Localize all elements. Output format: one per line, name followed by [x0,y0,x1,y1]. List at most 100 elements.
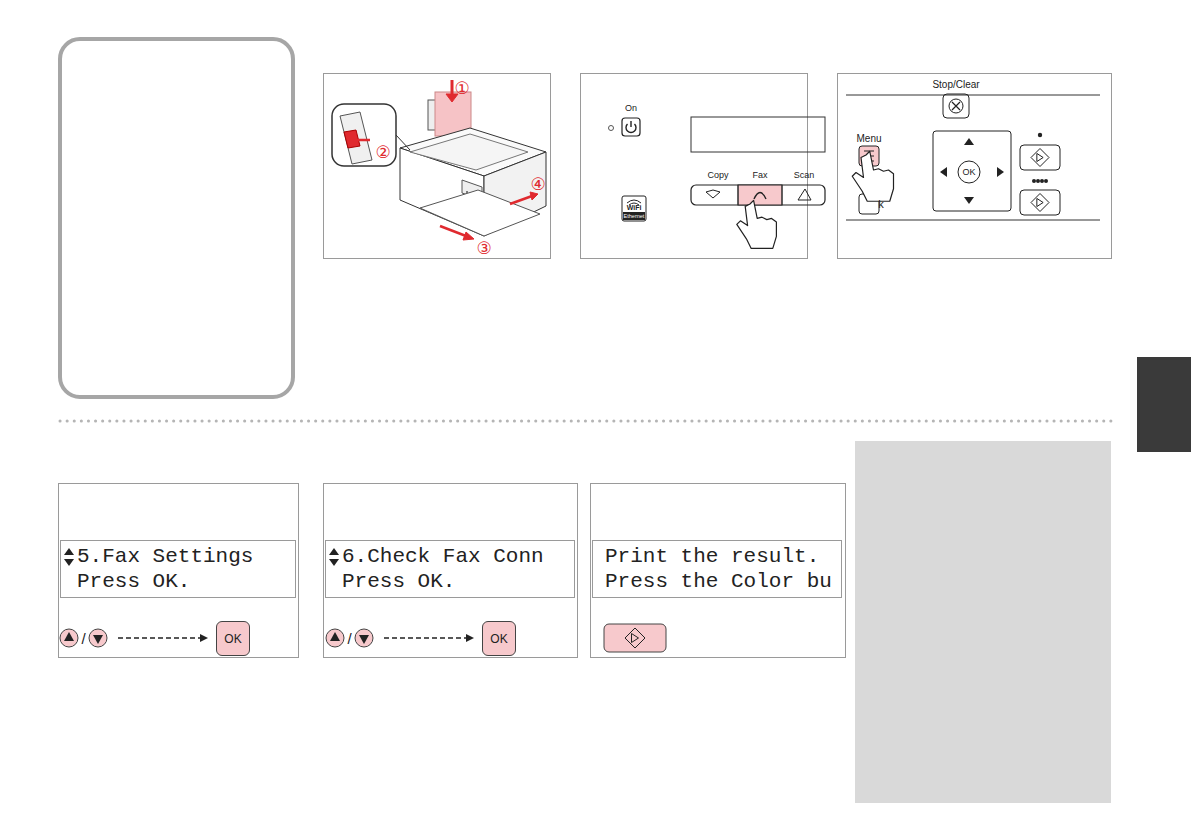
lcd-display: Print the result.Press the Color bu [592,540,842,598]
ok-button [958,161,980,183]
detail-inset [332,104,396,166]
stop-icon [949,99,963,113]
start-triangle [1037,153,1043,161]
display-text: 5.Fax Settings [77,544,291,569]
tray-arrow [440,226,466,236]
scroll-up [329,548,339,555]
display-text: Press OK. [77,569,291,594]
start-triangle [632,634,639,643]
button-text: OK [490,632,507,646]
output-tray [420,190,540,236]
section-tab [1137,357,1191,452]
power-led [609,126,614,131]
wifi-button [622,196,646,221]
down-arrow [964,197,974,204]
separator: / [81,631,85,646]
ok-button: OK [482,621,516,656]
panel-edge [846,220,1100,221]
ink-dot [1044,179,1048,183]
dashed-arrow [384,637,466,638]
right-arrow [997,167,1004,177]
pointing-hand [852,151,893,201]
direction-pad [933,131,1011,211]
button-label: On [625,104,637,113]
scroll-down [64,559,74,566]
ethernet-bar [623,212,645,220]
step-panel [838,74,1112,259]
inset-leader [396,135,410,150]
button-label: Ethernet [624,214,645,220]
callout-number: ② [375,144,390,161]
up-button [326,629,344,647]
button-label: Scan [794,171,815,180]
start-diamond [1031,194,1049,212]
up-button [60,629,78,647]
button-label: Copy [707,171,728,180]
arrow-head [200,634,208,642]
lcd-display: 6.Check Fax ConnPress OK. [325,540,575,598]
button-label: WiFi [627,203,642,210]
up-arrow [64,632,74,641]
power-symbol [630,121,631,127]
callout-number: ③ [476,240,491,257]
fax-icon [754,193,766,200]
tray-arrow [510,196,532,204]
dotted-divider [60,420,1111,423]
color-start-button [1020,190,1060,215]
ink-dot [1040,179,1044,183]
display-text: Press OK. [342,569,570,594]
display-text: Print the result. [605,544,837,569]
note-box [60,39,293,397]
edge-guide [340,112,372,164]
tip-panel [855,441,1111,803]
scan-icon [798,189,811,200]
callout-number: ④ [530,176,545,193]
scroll-arrows [328,547,340,567]
step-panel [324,484,578,658]
ink-dot [1036,179,1040,183]
fax-button [738,185,782,205]
panel-edge [846,95,1100,96]
step-panel [324,74,551,259]
display-text: 6.Check Fax Conn [342,544,570,569]
button-text: OK [224,632,241,646]
display-text: Press the Color bu [605,569,837,594]
ink-dot [1038,133,1042,137]
scanner-lid [410,134,528,170]
scroll-down [329,559,339,566]
ink-dot [1032,179,1036,183]
stop-button [943,94,969,118]
button-label: Fax [752,171,767,180]
start-diamond [625,628,645,648]
step-panel [59,484,299,658]
down-arrow [359,635,369,644]
up-arrow [330,632,340,641]
copy-icon [706,190,720,198]
scroll-up [64,548,74,555]
pointing-hand [737,200,777,248]
arrow-head [466,634,474,642]
button-divider [738,185,739,205]
down-button [355,629,373,647]
button-divider [782,185,783,205]
down-arrow [93,635,103,644]
scroll-arrows [63,547,75,567]
left-arrow [940,167,947,177]
mode-buttons [691,185,825,205]
up-arrow [964,138,974,145]
button-label: Stop/Clear [932,80,979,90]
arrow-head [530,192,538,200]
on-button [622,118,640,136]
button-label: k [878,199,884,210]
stop-icon [952,102,960,110]
start-triangle [1037,198,1043,206]
callout-number: ① [454,80,469,97]
lcd-display: 5.Fax SettingsPress OK. [60,540,296,598]
separator: / [347,631,351,646]
arrow-head [463,232,474,240]
color-start-button [604,624,666,652]
bw-start-button [1020,145,1060,170]
guide-arrow [356,139,370,142]
